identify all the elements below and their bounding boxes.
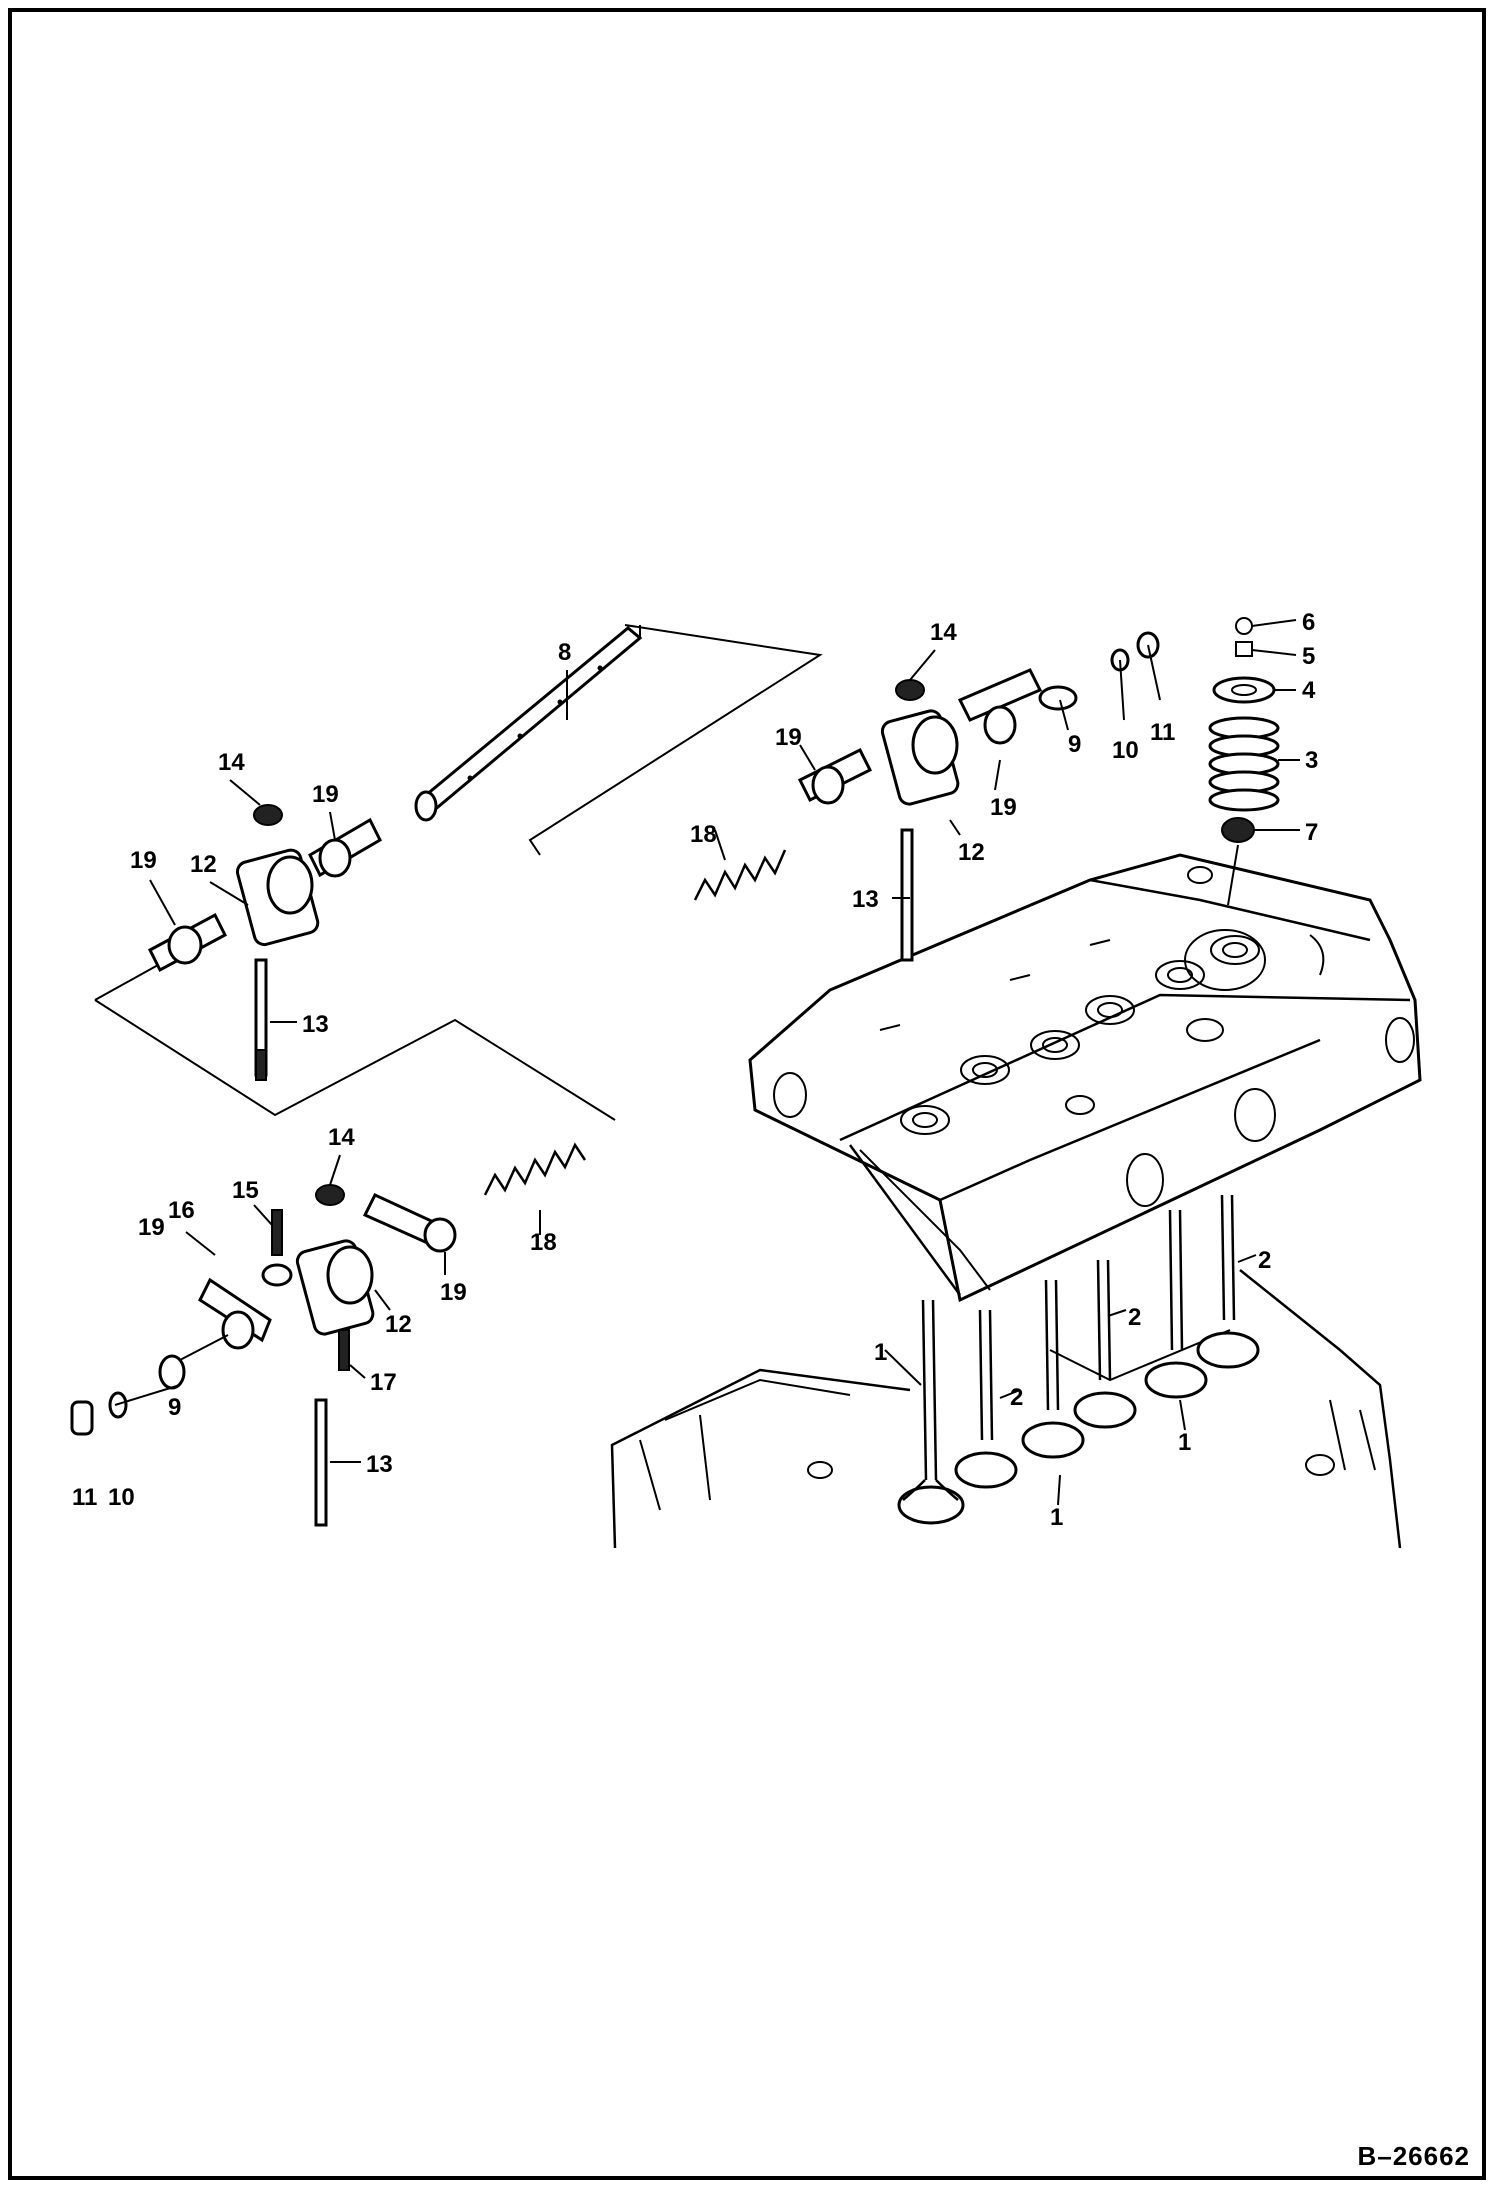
callout-19: 19: [312, 781, 339, 808]
valves: [897, 1194, 1260, 1525]
cylinder-head: [748, 853, 1422, 1303]
callout-12: 12: [190, 851, 217, 878]
callout-14: 14: [328, 1124, 355, 1151]
callout-12: 12: [958, 839, 985, 866]
callout-1: 1: [874, 1339, 887, 1366]
callout-9: 9: [1068, 731, 1081, 758]
drawing-frame: [8, 8, 1486, 2180]
callout-14: 14: [930, 619, 957, 646]
callout-18: 18: [690, 821, 717, 848]
reference-code: B–26662: [1357, 2141, 1470, 2171]
callout-19: 19: [775, 724, 802, 751]
leader-lines: [149, 619, 1300, 1506]
callout-11: 11: [1150, 719, 1175, 746]
callout-13: 13: [366, 1451, 393, 1478]
callout-labels: 1 1 1 2 2 2 3 4 5 6 7 8 9 9 10 10 11 11 …: [72, 609, 1318, 1531]
callout-19: 19: [440, 1279, 467, 1306]
callout-1: 1: [1178, 1429, 1191, 1456]
callout-19: 19: [130, 847, 157, 874]
callout-6: 6: [1302, 609, 1315, 636]
callout-17: 17: [370, 1369, 397, 1396]
callout-3: 3: [1305, 747, 1318, 774]
rocker-shaft: [414, 624, 823, 856]
spring-right: [693, 849, 787, 901]
callout-10: 10: [108, 1484, 135, 1511]
spring-lower: [483, 1142, 587, 1196]
callout-18: 18: [530, 1229, 557, 1256]
rocker-assembly-right: [693, 631, 1160, 962]
callout-13: 13: [302, 1011, 329, 1038]
callout-2: 2: [1010, 1384, 1023, 1411]
valve-spring-assembly: [1208, 617, 1280, 906]
callout-15: 15: [232, 1177, 259, 1204]
callout-5: 5: [1302, 643, 1315, 670]
callout-7: 7: [1305, 819, 1318, 846]
callout-2: 2: [1258, 1247, 1271, 1274]
callout-11: 11: [72, 1484, 97, 1511]
callout-8: 8: [558, 639, 571, 666]
callout-4: 4: [1302, 677, 1316, 704]
callout-1: 1: [1050, 1504, 1063, 1531]
rocker-assembly-lower: [70, 1142, 587, 1527]
callout-2: 2: [1128, 1304, 1141, 1331]
callout-12: 12: [385, 1311, 412, 1338]
callout-9: 9: [168, 1394, 181, 1421]
callout-19: 19: [990, 794, 1017, 821]
callout-10: 10: [1112, 737, 1139, 764]
callout-13: 13: [852, 886, 879, 913]
callout-19: 19: [138, 1214, 165, 1241]
callout-14: 14: [218, 749, 245, 776]
callout-16: 16: [168, 1197, 195, 1224]
cylinder-block: [610, 1269, 1402, 1549]
